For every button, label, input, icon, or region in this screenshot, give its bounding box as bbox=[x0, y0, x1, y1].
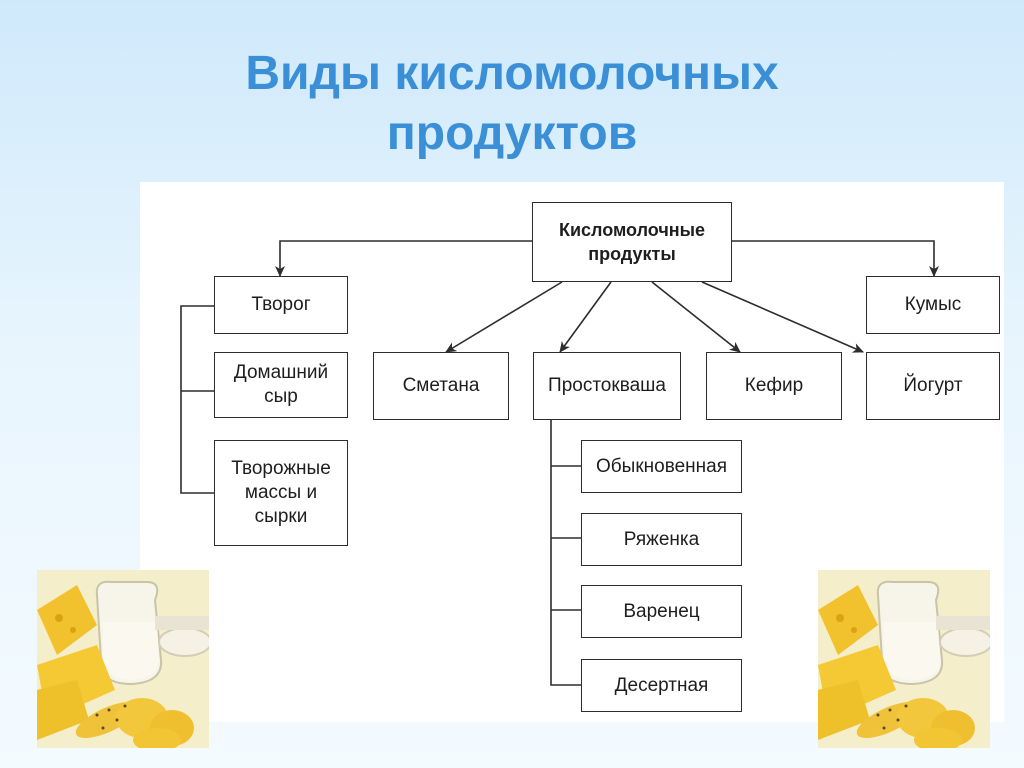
tvorog-group-bracket bbox=[180, 305, 214, 494]
arrow-to-kumys bbox=[732, 240, 939, 277]
node-kumys: Кумыс bbox=[866, 276, 1000, 334]
node-desertnaya: Десертная bbox=[581, 659, 742, 712]
node-varenets: Варенец bbox=[581, 585, 742, 638]
arrow-to-prostokvasha bbox=[559, 281, 612, 353]
arrow-to-kefir bbox=[651, 281, 741, 353]
slide-title: Виды кисломолочных продуктов bbox=[0, 44, 1024, 164]
node-kefir: Кефир bbox=[706, 352, 842, 420]
arrow-to-yogurt bbox=[701, 281, 864, 353]
dairy-photo-left bbox=[37, 570, 209, 748]
arrow-to-smetana bbox=[445, 281, 563, 353]
diagram-panel: Кисломолочные продукты Творог Домашний с… bbox=[140, 182, 1004, 722]
root-node-kislomolochnye: Кисломолочные продукты bbox=[532, 202, 732, 282]
dairy-photo-right bbox=[818, 570, 990, 748]
node-tvorozhnye-massy: Творожные массы и сырки bbox=[214, 440, 348, 546]
dairy-products-icon bbox=[818, 570, 990, 748]
node-smetana: Сметана bbox=[373, 352, 509, 420]
slide-title-line2: продуктов bbox=[386, 107, 638, 160]
connector-lines bbox=[180, 240, 939, 686]
node-domashniy-syr: Домашний сыр bbox=[214, 352, 348, 418]
slide-title-line1: Виды кисломолочных bbox=[245, 47, 779, 100]
arrow-to-tvorog bbox=[275, 240, 532, 277]
node-prostokvasha: Простокваша bbox=[533, 352, 681, 420]
node-tvorog: Творог bbox=[214, 276, 348, 334]
node-ryazhenka: Ряженка bbox=[581, 513, 742, 566]
dairy-products-icon bbox=[37, 570, 209, 748]
node-yogurt: Йогурт bbox=[866, 352, 1000, 420]
node-obyknovennaya: Обыкновенная bbox=[581, 440, 742, 493]
prostokvasha-group-bracket bbox=[550, 420, 581, 686]
